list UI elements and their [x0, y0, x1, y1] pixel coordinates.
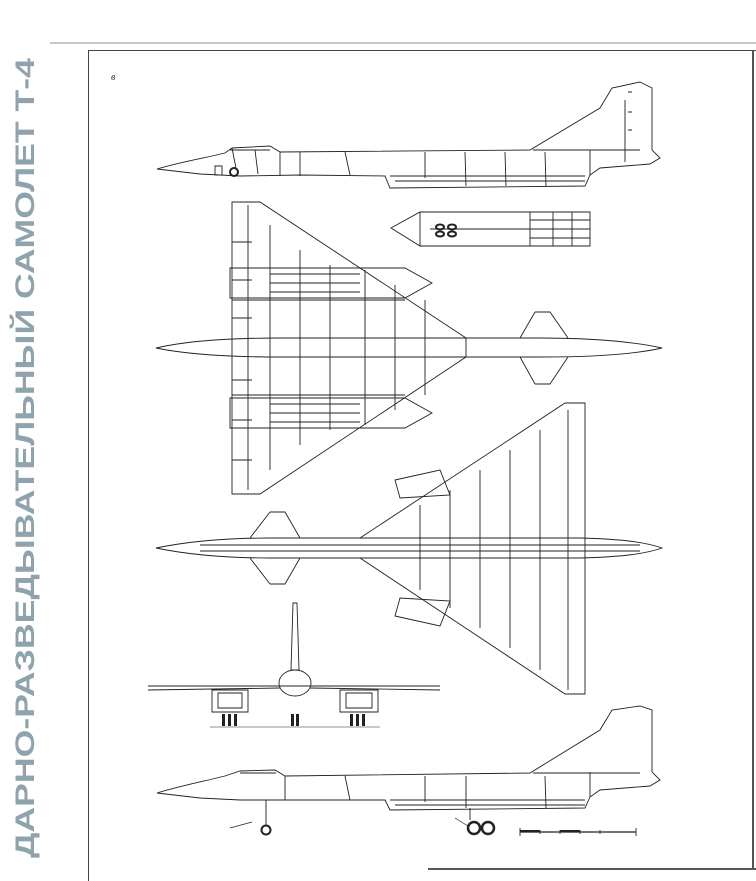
- panel-letter: в: [111, 72, 116, 83]
- bomb-pod-plan: [390, 211, 591, 247]
- side-view-top: [156, 81, 661, 189]
- vertical-title: ДАРНО-РАЗВЕДЫВАТЕЛЬНЫЙ САМОЛЕТ Т-4: [4, 0, 44, 871]
- frame-bottom-rule: [428, 868, 756, 870]
- page-header-rule: [50, 42, 756, 44]
- drawing-frame: [88, 50, 756, 881]
- frame-right-edge: [752, 50, 754, 870]
- bottom-view: [155, 402, 664, 695]
- side-view-bottom: [156, 705, 661, 836]
- front-view: [147, 602, 441, 728]
- scale-bar: [519, 828, 637, 836]
- vertical-title-svg: ДАРНО-РАЗВЕДЫВАТЕЛЬНЫЙ САМОЛЕТ Т-4: [10, 58, 40, 858]
- top-view: [155, 201, 663, 495]
- vertical-title-text: ДАРНО-РАЗВЕДЫВАТЕЛЬНЫЙ САМОЛЕТ Т-4: [10, 58, 40, 858]
